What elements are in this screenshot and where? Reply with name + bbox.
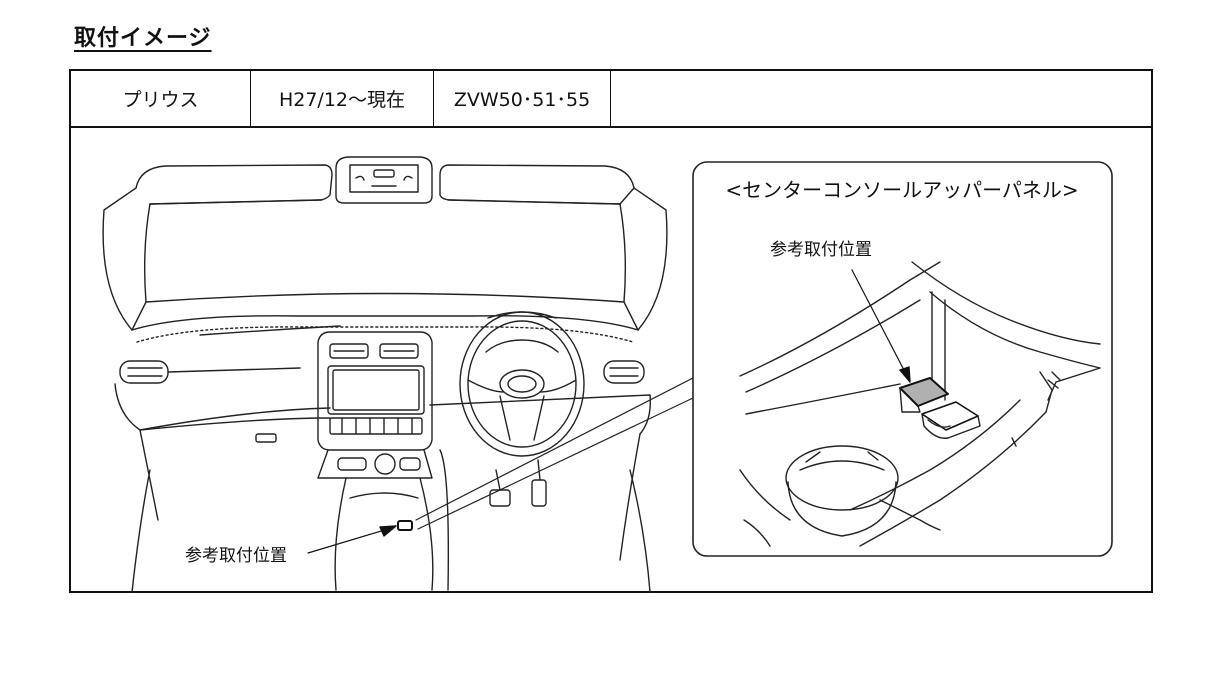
inset-title: <センターコンソールアッパーパネル> bbox=[725, 178, 1078, 202]
dashboard-drawing bbox=[102, 156, 668, 593]
model-cell: プリウス bbox=[71, 71, 251, 126]
zoom-connector-lines bbox=[415, 377, 694, 530]
main-callout-leader bbox=[307, 528, 389, 554]
model-code-cell: ZVW50･51･55 bbox=[434, 71, 611, 126]
console-closeup-drawing bbox=[739, 261, 1101, 547]
inset-callout-label: 参考取付位置 bbox=[770, 240, 872, 260]
inset-callout-leader bbox=[851, 269, 906, 373]
inset-callout-arrowhead bbox=[899, 366, 911, 383]
spec-table: プリウス H27/12～現在 ZVW50･51･55 bbox=[69, 69, 1153, 593]
main-callout-label: 参考取付位置 bbox=[185, 546, 287, 566]
period-cell: H27/12～現在 bbox=[251, 71, 434, 126]
inset-frame bbox=[692, 161, 1113, 557]
main-callout-arrowhead bbox=[379, 525, 397, 537]
page-title: 取付イメージ bbox=[74, 26, 212, 51]
table-header-row: プリウス H27/12～現在 ZVW50･51･55 bbox=[71, 71, 1151, 128]
